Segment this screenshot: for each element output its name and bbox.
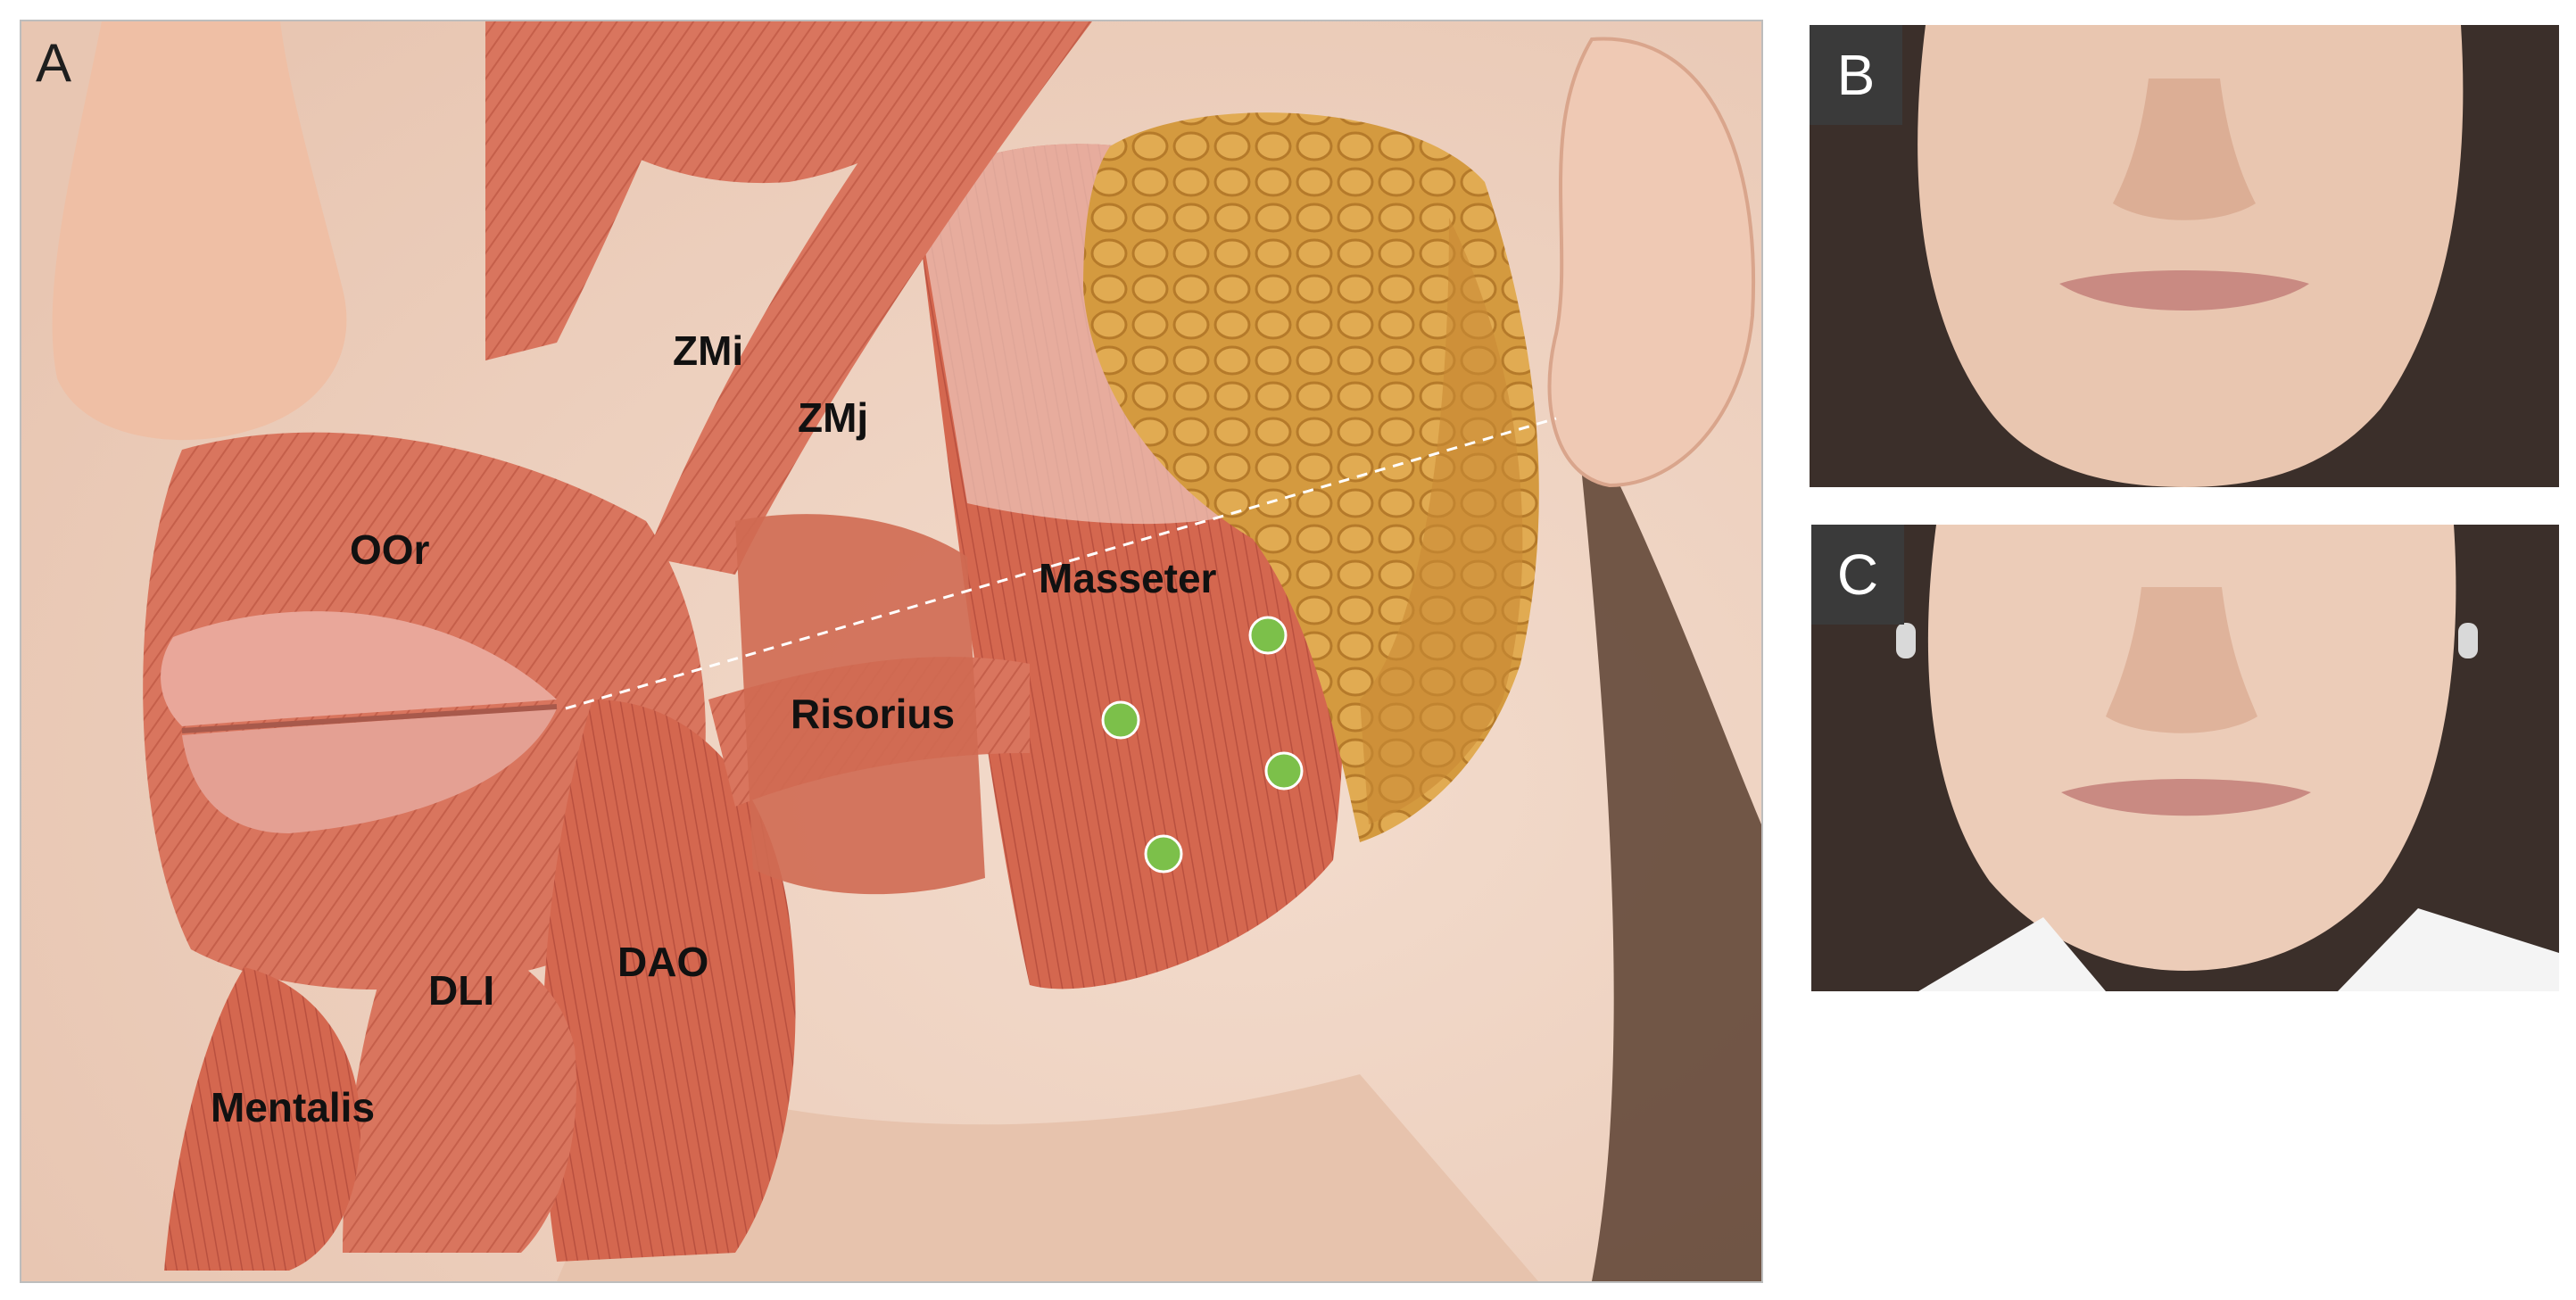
dli-muscle — [343, 932, 576, 1253]
injection-point — [1264, 751, 1304, 791]
lip-line — [181, 704, 558, 733]
reference-dashed-line — [565, 417, 1557, 710]
upper-lip — [161, 611, 558, 726]
face — [1918, 25, 2464, 487]
mouth — [2061, 779, 2311, 816]
panel-a-letter: A — [36, 33, 72, 93]
lower-lip — [182, 708, 557, 833]
earring-right — [2458, 623, 2478, 658]
face-photo-b — [1810, 25, 2559, 487]
earring-left — [1896, 623, 1916, 658]
label-dao: DAO — [617, 939, 708, 985]
label-mentalis: Mentalis — [211, 1084, 375, 1130]
label-zmi: ZMi — [673, 327, 743, 374]
panel-a-anatomy: ZMi ZMj OOr Masseter Risorius DLI DAO Me… — [20, 20, 1763, 1283]
injection-point — [1144, 834, 1183, 874]
upper-cheek-muscle — [485, 21, 1030, 183]
zmj-muscle — [646, 21, 1092, 575]
label-oor: OOr — [350, 526, 430, 573]
anatomy-illustration: ZMi ZMj OOr Masseter Risorius DLI DAO Me… — [21, 21, 1761, 1281]
label-masseter: Masseter — [1039, 555, 1217, 601]
neck — [557, 1074, 1538, 1281]
injection-point — [1248, 616, 1288, 655]
buccal-muscle — [735, 514, 985, 895]
panel-c-photo: C — [1811, 525, 2559, 991]
mouth — [2059, 270, 2309, 311]
panel-b-letter: B — [1810, 25, 1902, 125]
face-photo-c — [1811, 525, 2559, 991]
nose — [2113, 79, 2256, 220]
parotid-shadow — [1360, 218, 1523, 824]
white-collar — [1918, 908, 2559, 991]
face — [1927, 525, 2456, 971]
label-risorius: Risorius — [791, 691, 955, 737]
label-dli: DLI — [428, 967, 494, 1014]
hair-region — [1574, 396, 1761, 1281]
label-zmj: ZMj — [798, 394, 868, 441]
nose — [2106, 587, 2257, 733]
ear — [1547, 37, 1755, 488]
panel-b-photo: B — [1810, 25, 2559, 487]
mentalis-muscle — [164, 967, 360, 1271]
nose — [52, 21, 347, 441]
panel-c-letter: C — [1811, 525, 1904, 625]
injection-point — [1101, 700, 1140, 740]
dao-muscle — [542, 700, 796, 1262]
